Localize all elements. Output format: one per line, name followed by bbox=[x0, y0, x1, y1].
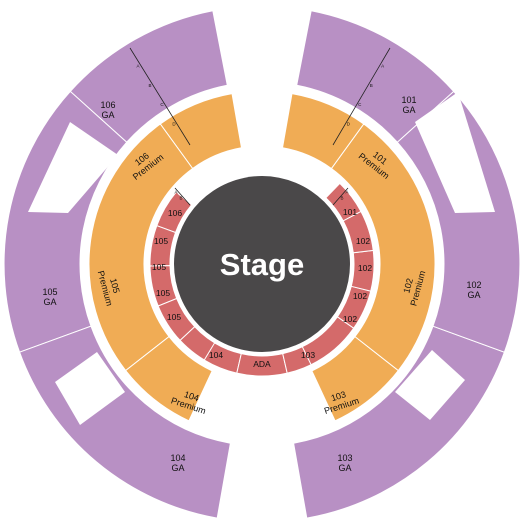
premium-section-105[interactable] bbox=[88, 123, 194, 372]
inner-section-106[interactable] bbox=[156, 191, 193, 234]
inner-section-label: 102 bbox=[356, 236, 370, 246]
inner-section-label: 106 bbox=[168, 208, 182, 218]
aisle-cutout bbox=[415, 92, 495, 213]
row-letter: A bbox=[136, 63, 139, 68]
row-letter: A bbox=[381, 63, 384, 68]
row-letter: D bbox=[347, 122, 351, 127]
row-marker-line bbox=[332, 187, 349, 206]
aisle-cutout bbox=[28, 122, 118, 213]
aisle-cutout bbox=[395, 350, 465, 420]
stage-label: Stage bbox=[220, 247, 304, 282]
ga-sections bbox=[3, 10, 521, 519]
inner-section-102[interactable] bbox=[336, 285, 372, 329]
inner-section-label: 104 bbox=[209, 350, 223, 360]
row-letter: A bbox=[174, 190, 177, 195]
premium-section-106[interactable] bbox=[159, 93, 243, 170]
inner-section-label: ADA bbox=[253, 359, 271, 369]
inner-section-105[interactable] bbox=[149, 265, 178, 307]
inner-section-label: 105 bbox=[152, 262, 166, 272]
premium-section-103[interactable] bbox=[311, 335, 400, 422]
row-letter: A bbox=[345, 190, 348, 195]
inner-section-104[interactable] bbox=[203, 342, 242, 374]
aisle-cutout bbox=[55, 352, 125, 425]
inner-section-102[interactable] bbox=[342, 210, 374, 254]
inner-sections bbox=[149, 182, 375, 377]
premium-section-101[interactable] bbox=[281, 93, 365, 170]
ga-section-106[interactable] bbox=[69, 10, 228, 143]
premium-section-104[interactable] bbox=[124, 335, 213, 422]
ga-section-102[interactable] bbox=[396, 90, 521, 353]
inner-section-label: 103 bbox=[301, 350, 315, 360]
inner-section-label: 102 bbox=[343, 314, 357, 324]
inner-section-label: 105 bbox=[156, 288, 170, 298]
inner-section-105[interactable] bbox=[149, 225, 177, 267]
inner-section-label: 101 bbox=[343, 207, 357, 217]
inner-section-102[interactable] bbox=[301, 316, 355, 366]
row-letter: C bbox=[160, 102, 164, 107]
inner-section-label: 105 bbox=[154, 236, 168, 246]
row-letter: D bbox=[172, 122, 176, 127]
inner-section-label: 102 bbox=[353, 291, 367, 301]
row-letter: B bbox=[370, 83, 373, 88]
row-letter: C bbox=[358, 102, 362, 107]
row-marker-line bbox=[332, 47, 391, 146]
row-marker-line bbox=[174, 187, 191, 206]
inner-section-label: 105 bbox=[167, 312, 181, 322]
row-letter: B bbox=[179, 195, 182, 200]
ga-section-101[interactable] bbox=[296, 10, 455, 143]
premium-section-102[interactable] bbox=[330, 123, 436, 372]
inner-section-ada[interactable] bbox=[236, 353, 288, 377]
row-letter: B bbox=[148, 83, 151, 88]
inner-section-label: 102 bbox=[358, 263, 372, 273]
premium-sections bbox=[88, 93, 436, 422]
stage bbox=[174, 176, 350, 352]
row-marker-line bbox=[129, 47, 191, 146]
row-letter: B bbox=[340, 195, 343, 200]
inner-section-105[interactable] bbox=[157, 297, 196, 342]
inner-section-102[interactable] bbox=[350, 249, 375, 292]
inner-section-101[interactable] bbox=[325, 182, 362, 222]
